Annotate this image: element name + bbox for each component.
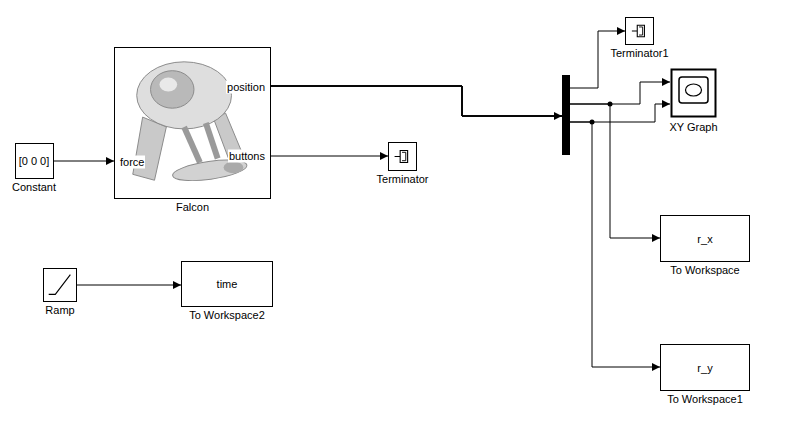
signal-line-path <box>271 156 388 157</box>
block-name: To Workspace <box>670 264 740 277</box>
arrow-head <box>106 157 114 165</box>
block-name: Terminator1 <box>610 47 668 60</box>
signal-line <box>271 27 625 116</box>
signal-line <box>271 86 660 242</box>
block-name: Terminator <box>377 173 429 186</box>
port-label: position <box>226 81 266 94</box>
signal-line-path <box>271 86 660 367</box>
block-name: XY Graph <box>669 121 717 134</box>
signal-line-path <box>77 285 181 286</box>
variable-name: r_y <box>697 361 712 374</box>
block-name: Falcon <box>176 201 209 214</box>
signal-line-path <box>271 31 625 116</box>
variable-name: time <box>217 278 238 291</box>
arrow-head <box>652 363 660 371</box>
ramp-symbol <box>44 269 76 301</box>
falcon-block: forcepositionbuttonsFalcon <box>114 47 271 199</box>
constant-block: [0 0 0]Constant <box>15 143 54 179</box>
block-name: Constant <box>12 181 56 194</box>
arrow-head <box>662 78 670 86</box>
port-label: buttons <box>228 150 266 163</box>
signal-line <box>54 157 115 165</box>
to-workspace-block: r_xTo Workspace <box>660 215 750 262</box>
arrow-head <box>652 234 660 242</box>
signal-line <box>271 152 388 160</box>
arrow-head <box>554 112 562 120</box>
arrow-head <box>662 100 670 108</box>
branch-dot <box>608 102 613 107</box>
falcon-illustration <box>115 48 270 198</box>
block-name: To Workspace2 <box>189 309 265 322</box>
ramp-block: Ramp <box>43 268 77 302</box>
signal-line-path <box>271 86 660 238</box>
signal-line <box>271 86 660 371</box>
xy-graph-block: XY Graph <box>670 68 717 118</box>
signal-line <box>77 281 181 289</box>
branch-dot <box>590 120 595 125</box>
to-workspace-block: timeTo Workspace2 <box>181 261 273 307</box>
terminator-symbol <box>626 18 653 44</box>
signal-line-path <box>54 161 115 162</box>
block-name: To Workspace1 <box>667 393 743 406</box>
to-workspace-block: r_yTo Workspace1 <box>660 344 750 391</box>
xy-graph-symbol <box>670 68 717 118</box>
terminator-symbol <box>389 143 416 170</box>
arrow-head <box>617 27 625 35</box>
arrow-head <box>380 152 388 160</box>
demux-bar <box>562 75 570 155</box>
terminator-block: Terminator <box>388 142 417 171</box>
arrow-head <box>173 281 181 289</box>
block-name: Ramp <box>45 304 74 317</box>
port-label: force <box>119 156 145 169</box>
terminator-block: Terminator1 <box>625 17 654 45</box>
block-value: [0 0 0] <box>19 155 50 168</box>
variable-name: r_x <box>697 232 712 245</box>
